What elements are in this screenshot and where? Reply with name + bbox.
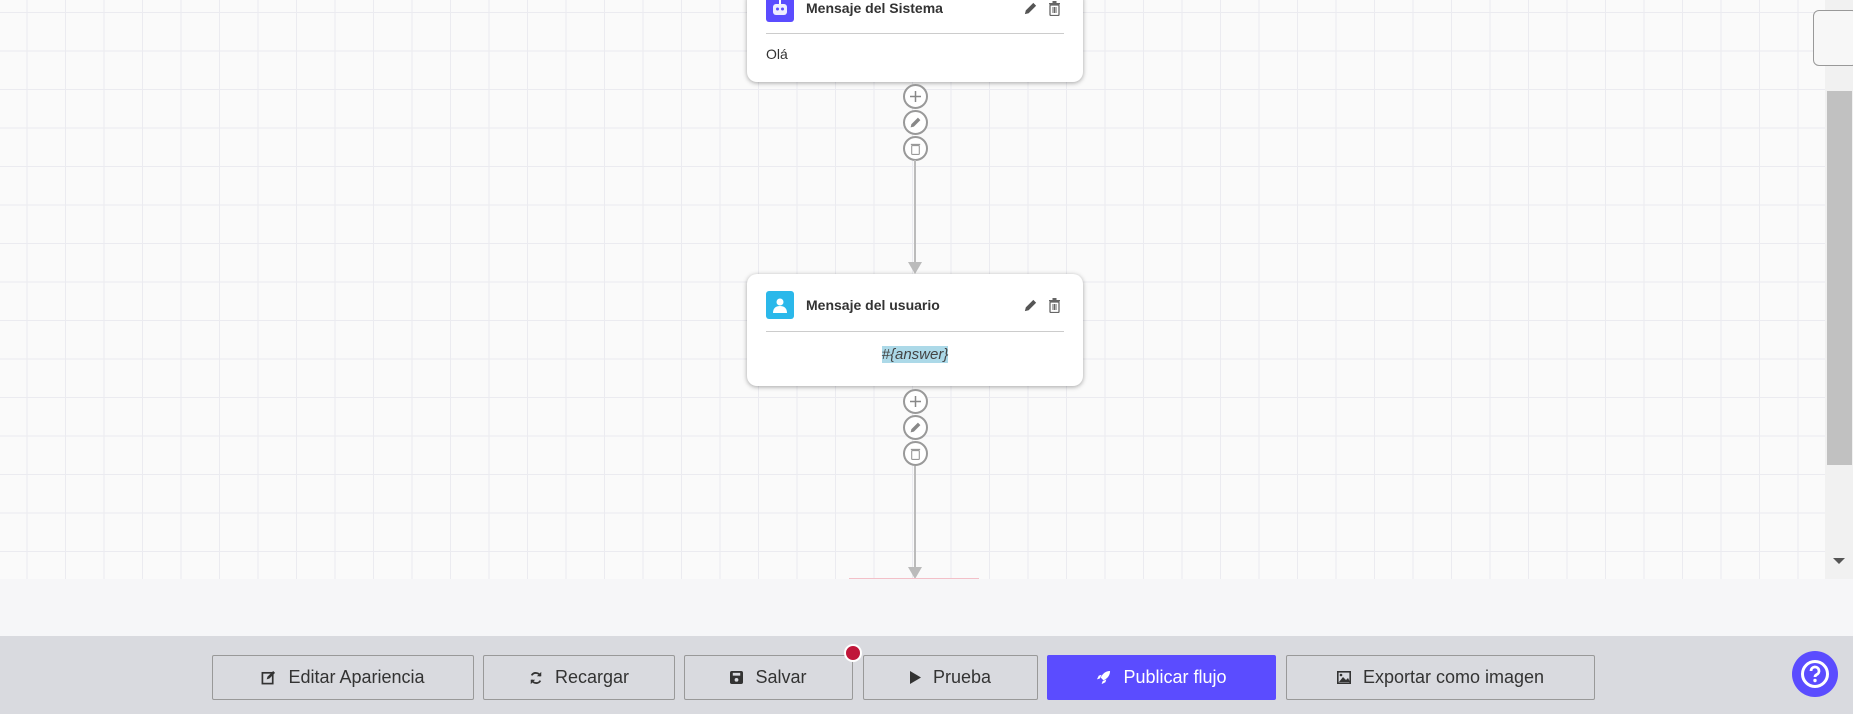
system-message-node[interactable]: Mensaje del Sistema Olá [747,0,1083,82]
trash-icon[interactable] [1044,295,1064,315]
node-variable-content: #{answer} [881,346,949,363]
test-button[interactable]: Prueba [863,655,1038,700]
image-icon [1336,671,1351,684]
scrollbar-thumb[interactable] [1827,91,1852,465]
unsaved-changes-dot [844,644,862,662]
connector-line [914,160,916,264]
question-icon [1801,660,1829,688]
trash-icon[interactable] [1044,0,1064,18]
user-message-node[interactable]: Mensaje del usuario #{answer} [747,274,1083,386]
scroll-down-arrow[interactable] [1833,558,1845,564]
save-icon [730,671,744,684]
vertical-scrollbar[interactable] [1825,0,1853,579]
delete-connection-button[interactable] [903,136,928,161]
minimap-box[interactable] [1813,10,1853,66]
reload-button[interactable]: Recargar [483,655,675,700]
robot-icon [766,0,794,22]
next-node-edge [849,578,979,579]
node-content: Olá [766,46,788,62]
rocket-icon [1097,670,1111,685]
node-title: Mensaje del usuario [806,297,940,313]
edit-icon [262,670,276,685]
connector-arrow [908,567,922,579]
edit-connection-button[interactable] [903,415,928,440]
refresh-icon [530,671,542,684]
save-button[interactable]: Salvar [684,644,862,700]
node-title: Mensaje del Sistema [806,0,943,16]
publish-flow-button[interactable]: Publicar flujo [1047,655,1276,700]
bottom-toolbar: Editar Apariencia Recargar Salvar Prueba… [0,636,1853,714]
edit-pencil-icon[interactable] [1020,295,1040,315]
help-button[interactable] [1792,651,1838,697]
add-node-button[interactable] [903,389,928,414]
edit-appearance-button[interactable]: Editar Apariencia [212,655,474,700]
edit-pencil-icon[interactable] [1020,0,1040,18]
delete-connection-button[interactable] [903,441,928,466]
connector-line [914,466,916,570]
add-node-button[interactable] [903,84,928,109]
user-icon [766,291,794,319]
export-image-button[interactable]: Exportar como imagen [1286,655,1595,700]
connector-arrow [908,262,922,274]
edit-connection-button[interactable] [903,110,928,135]
play-icon [909,671,921,684]
